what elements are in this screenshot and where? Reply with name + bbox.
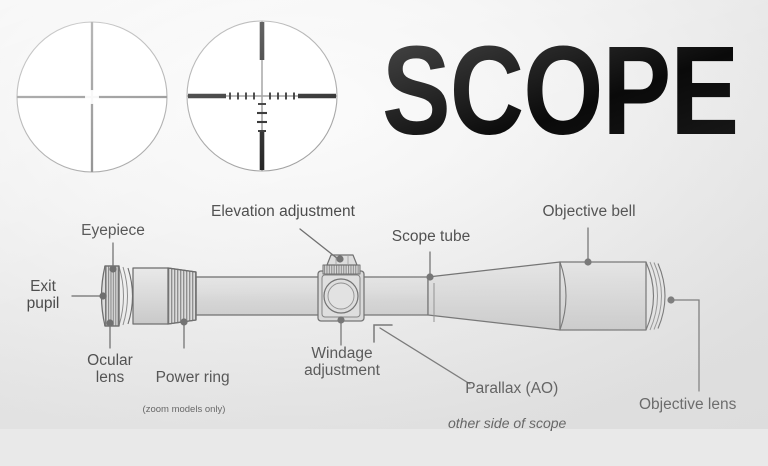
dot-power-ring	[180, 318, 188, 326]
power-ring	[167, 267, 197, 325]
elevation-knurl	[322, 264, 361, 275]
label-eyepiece: Eyepiece	[81, 222, 145, 239]
scope-tube	[195, 276, 429, 316]
leader-parallax	[379, 327, 471, 385]
objective-barrel	[559, 261, 647, 331]
label-objective-lens: Objective lens	[639, 396, 737, 413]
label-objective-bell: Objective bell	[542, 203, 636, 220]
label-scope-tube: Scope tube	[391, 228, 471, 245]
page-title: SCOPE	[382, 20, 739, 162]
label-windage-adjustment: Windage adjustment	[304, 345, 380, 380]
duplex-reticle	[16, 21, 168, 173]
label-power-ring: Power ring (zoom models only)	[122, 352, 246, 450]
scope-diagram-canvas: SCOPE Exit pupil Eyepiece Ocular lens Po…	[0, 0, 768, 431]
label-power-ring-sub: (zoom models only)	[142, 404, 226, 416]
leader-objective-lens	[671, 299, 700, 392]
label-ocular-lens: Ocular lens	[87, 352, 133, 387]
label-parallax-sub: other side of scope	[448, 415, 567, 432]
dot-scope-tube	[426, 273, 434, 281]
eyepiece-body	[132, 267, 169, 325]
parallax-arrowhead	[373, 324, 393, 343]
label-power-ring-text: Power ring	[155, 369, 230, 387]
objective-bell	[427, 261, 561, 331]
dot-eyepiece	[109, 265, 117, 273]
label-exit-pupil: Exit pupil	[26, 278, 60, 313]
dot-elevation	[336, 255, 344, 263]
dot-ocular-lens	[106, 319, 114, 327]
mildot-reticle	[186, 20, 338, 172]
ocular-ring	[104, 265, 120, 327]
label-elevation-adjustment: Elevation adjustment	[211, 203, 355, 220]
dot-exit-pupil	[99, 292, 107, 300]
leader-dots	[99, 255, 675, 327]
label-parallax: Parallax (AO) other side of scope	[448, 363, 566, 466]
diagram-artwork	[16, 20, 700, 392]
label-parallax-text: Parallax (AO)	[465, 380, 559, 398]
dot-objective-lens	[667, 296, 675, 304]
scope-body	[100, 254, 666, 331]
leader-lines	[71, 227, 700, 392]
dot-objective-bell	[584, 258, 592, 266]
leader-elevation	[299, 228, 339, 260]
dot-windage	[337, 316, 345, 324]
